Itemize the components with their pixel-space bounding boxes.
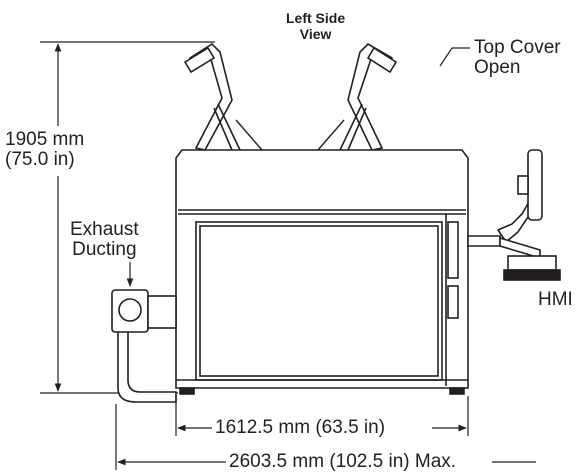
width-dimension-lines [115, 396, 536, 470]
top-cover-leader [439, 47, 470, 67]
exhaust-label-line1: Exhaust [70, 219, 139, 240]
height-dimension-label: 1905 mm (75.0 in) [2, 129, 88, 170]
exhaust-ducting [111, 262, 177, 403]
top-cover-label-line1: Top Cover [474, 37, 561, 58]
hmi-assembly [467, 149, 561, 281]
exhaust-label-line2: Ducting [72, 239, 137, 260]
overall-dimension-label: 2603.5 mm (102.5 in) Max. [226, 452, 460, 472]
top-cover-right [339, 42, 398, 151]
exhaust-ducting-label: Exhaust Ducting [70, 220, 139, 260]
view-title: Left Side View [286, 10, 345, 42]
view-title-line1: Left Side [286, 10, 346, 26]
hmi-label: HMI [538, 289, 573, 310]
machine-body [175, 149, 469, 395]
height-dimension-mm: 1905 mm [5, 129, 85, 150]
top-cover-left [183, 42, 241, 151]
top-cover-label: Top Cover Open [474, 38, 561, 78]
cover-struts [235, 119, 345, 151]
top-cover-label-line2: Open [474, 57, 521, 78]
width-dimension-label: 1612.5 mm (63.5 in) [212, 418, 389, 438]
height-dimension-in: (75.0 in) [5, 149, 75, 170]
view-title-line2: View [299, 26, 332, 42]
